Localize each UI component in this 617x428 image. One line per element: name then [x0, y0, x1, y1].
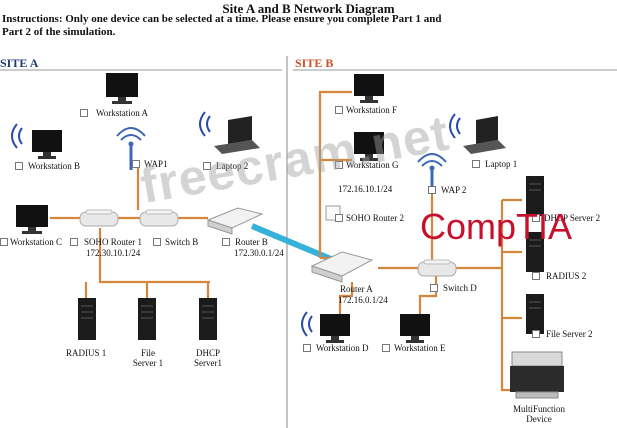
dhcp-server-2-label: DHCP Server 2 — [544, 213, 601, 223]
workstation-e-monitor-icon — [400, 314, 430, 343]
wap1-checkbox[interactable] — [132, 160, 140, 168]
workstation-b-checkbox[interactable] — [15, 162, 23, 170]
switch-d-label: Switch D — [443, 283, 477, 293]
instructions: Instructions: Only one device can be sel… — [2, 13, 472, 39]
workstation-d-checkbox[interactable] — [303, 344, 311, 352]
file-server-1-label-line1: File — [140, 348, 155, 358]
multifunction-device-label-line1: MultiFunction — [512, 404, 565, 414]
link-wse — [418, 276, 438, 314]
workstation-g-label: Workstation G — [346, 160, 399, 170]
link-wsf — [318, 90, 352, 258]
link-switchd-trunk — [456, 266, 512, 392]
instructions-line-1: Instructions: Only one device can be sel… — [2, 13, 442, 25]
workstation-a-monitor-icon — [106, 73, 138, 104]
workstation-f-checkbox[interactable] — [335, 106, 343, 114]
soho-router-2-ip: 172.16.10.1/24 — [338, 184, 393, 194]
file-server-1-label: File Server 1 — [128, 348, 168, 368]
laptop-2-icon — [214, 116, 260, 154]
link-soho1-servers — [98, 228, 210, 284]
file-server-1-icon — [138, 298, 156, 340]
workstation-d-wifi-icon — [301, 311, 313, 337]
instructions-line-2: Part 2 of the simulation. — [2, 26, 116, 38]
uplink-routerb-routera — [250, 223, 340, 265]
multifunction-device-label-line2: Device — [526, 414, 552, 424]
laptop-1-label: Laptop 1 — [485, 159, 518, 169]
radius-2-checkbox[interactable] — [532, 272, 540, 280]
workstation-d-monitor-icon — [320, 314, 350, 343]
wap1-antenna-icon — [116, 127, 146, 170]
switch-d-icon — [417, 259, 457, 277]
workstation-g-monitor-icon — [354, 132, 384, 161]
switch-b-icon — [139, 209, 179, 227]
file-server-1-label-line2: Server 1 — [132, 358, 164, 368]
radius-1-server-icon — [78, 298, 96, 340]
switch-b-label: Switch B — [165, 237, 199, 247]
wap2-antenna-icon — [417, 153, 447, 188]
site-b-label: SITE B — [295, 56, 334, 70]
wap2-label: WAP 2 — [441, 185, 467, 195]
router-a-label: Router A — [340, 284, 373, 294]
dhcp-server-1-label-line1: DHCP — [195, 348, 220, 358]
multifunction-device-icon — [510, 351, 564, 399]
router-b-ip: 172.30.0.1/24 — [234, 248, 284, 258]
router-b-icon — [206, 207, 264, 235]
router-b-checkbox[interactable] — [222, 238, 230, 246]
router-a-icon — [310, 251, 374, 283]
soho-router-2-label: SOHO Router 2 — [346, 213, 404, 223]
workstation-b-monitor-icon — [32, 130, 62, 159]
laptop-1-icon — [463, 116, 506, 154]
workstation-a-label: Workstation A — [96, 108, 149, 118]
link-wsd — [338, 282, 354, 316]
site-b-links — [318, 90, 522, 392]
soho-router-1-label: SOHO Router 1 — [84, 237, 142, 247]
laptop-1-wifi-icon — [449, 113, 461, 139]
workstation-e-checkbox[interactable] — [382, 344, 390, 352]
router-a-ip: 172.16.0.1/24 — [338, 295, 388, 305]
wap1-label: WAP1 — [144, 159, 168, 169]
dhcp-server-1-icon — [199, 298, 217, 340]
file-server-2-checkbox[interactable] — [532, 330, 540, 338]
switch-b-checkbox[interactable] — [153, 238, 161, 246]
comptia-logo-text: CompTIA — [420, 206, 573, 247]
multifunction-device-label: MultiFunction Device — [508, 404, 570, 424]
router-b-label: Router B — [235, 237, 268, 247]
soho-router-1-checkbox[interactable] — [70, 238, 78, 246]
workstation-a-checkbox[interactable] — [80, 109, 88, 117]
site-a-label: SITE A — [0, 56, 39, 70]
radius-2-server-icon — [526, 232, 544, 272]
workstation-b-wifi-icon — [11, 123, 23, 149]
wap2-checkbox[interactable] — [428, 186, 436, 194]
radius-2-label: RADIUS 2 — [546, 271, 587, 281]
file-server-2-label: File Server 2 — [546, 329, 593, 339]
workstation-c-checkbox[interactable] — [0, 238, 8, 246]
soho-router-2-checkbox[interactable] — [335, 214, 343, 222]
laptop-1-checkbox[interactable] — [472, 160, 480, 168]
soho-router-1-ip: 172.30.10.1/24 — [86, 248, 141, 258]
switch-d-checkbox[interactable] — [430, 284, 438, 292]
dhcp-server-1-label-line2: Server1 — [194, 358, 222, 368]
workstation-c-monitor-icon — [16, 205, 48, 234]
laptop-2-checkbox[interactable] — [203, 162, 211, 170]
radius-1-label: RADIUS 1 — [66, 348, 107, 358]
site-a-links — [50, 168, 210, 298]
workstation-f-monitor-icon — [354, 74, 384, 103]
dhcp-server-2-icon — [526, 176, 544, 216]
workstation-b-label: Workstation B — [28, 161, 81, 171]
workstation-g-checkbox[interactable] — [335, 161, 343, 169]
soho-router-1-icon — [79, 209, 119, 227]
workstation-f-label: Workstation F — [346, 105, 398, 115]
laptop-2-wifi-icon — [199, 111, 211, 137]
laptop-2-label: Laptop 2 — [216, 161, 249, 171]
diagram-title: Site A and B Network Diagram — [222, 1, 395, 16]
dhcp-server-2-checkbox[interactable] — [532, 214, 540, 222]
dhcp-server-1-label: DHCP Server1 — [188, 348, 228, 368]
file-server-2-icon — [526, 294, 544, 334]
workstation-d-label: Workstation D — [316, 343, 369, 353]
workstation-e-label: Workstation E — [394, 343, 446, 353]
workstation-c-label: Workstation C — [10, 237, 63, 247]
